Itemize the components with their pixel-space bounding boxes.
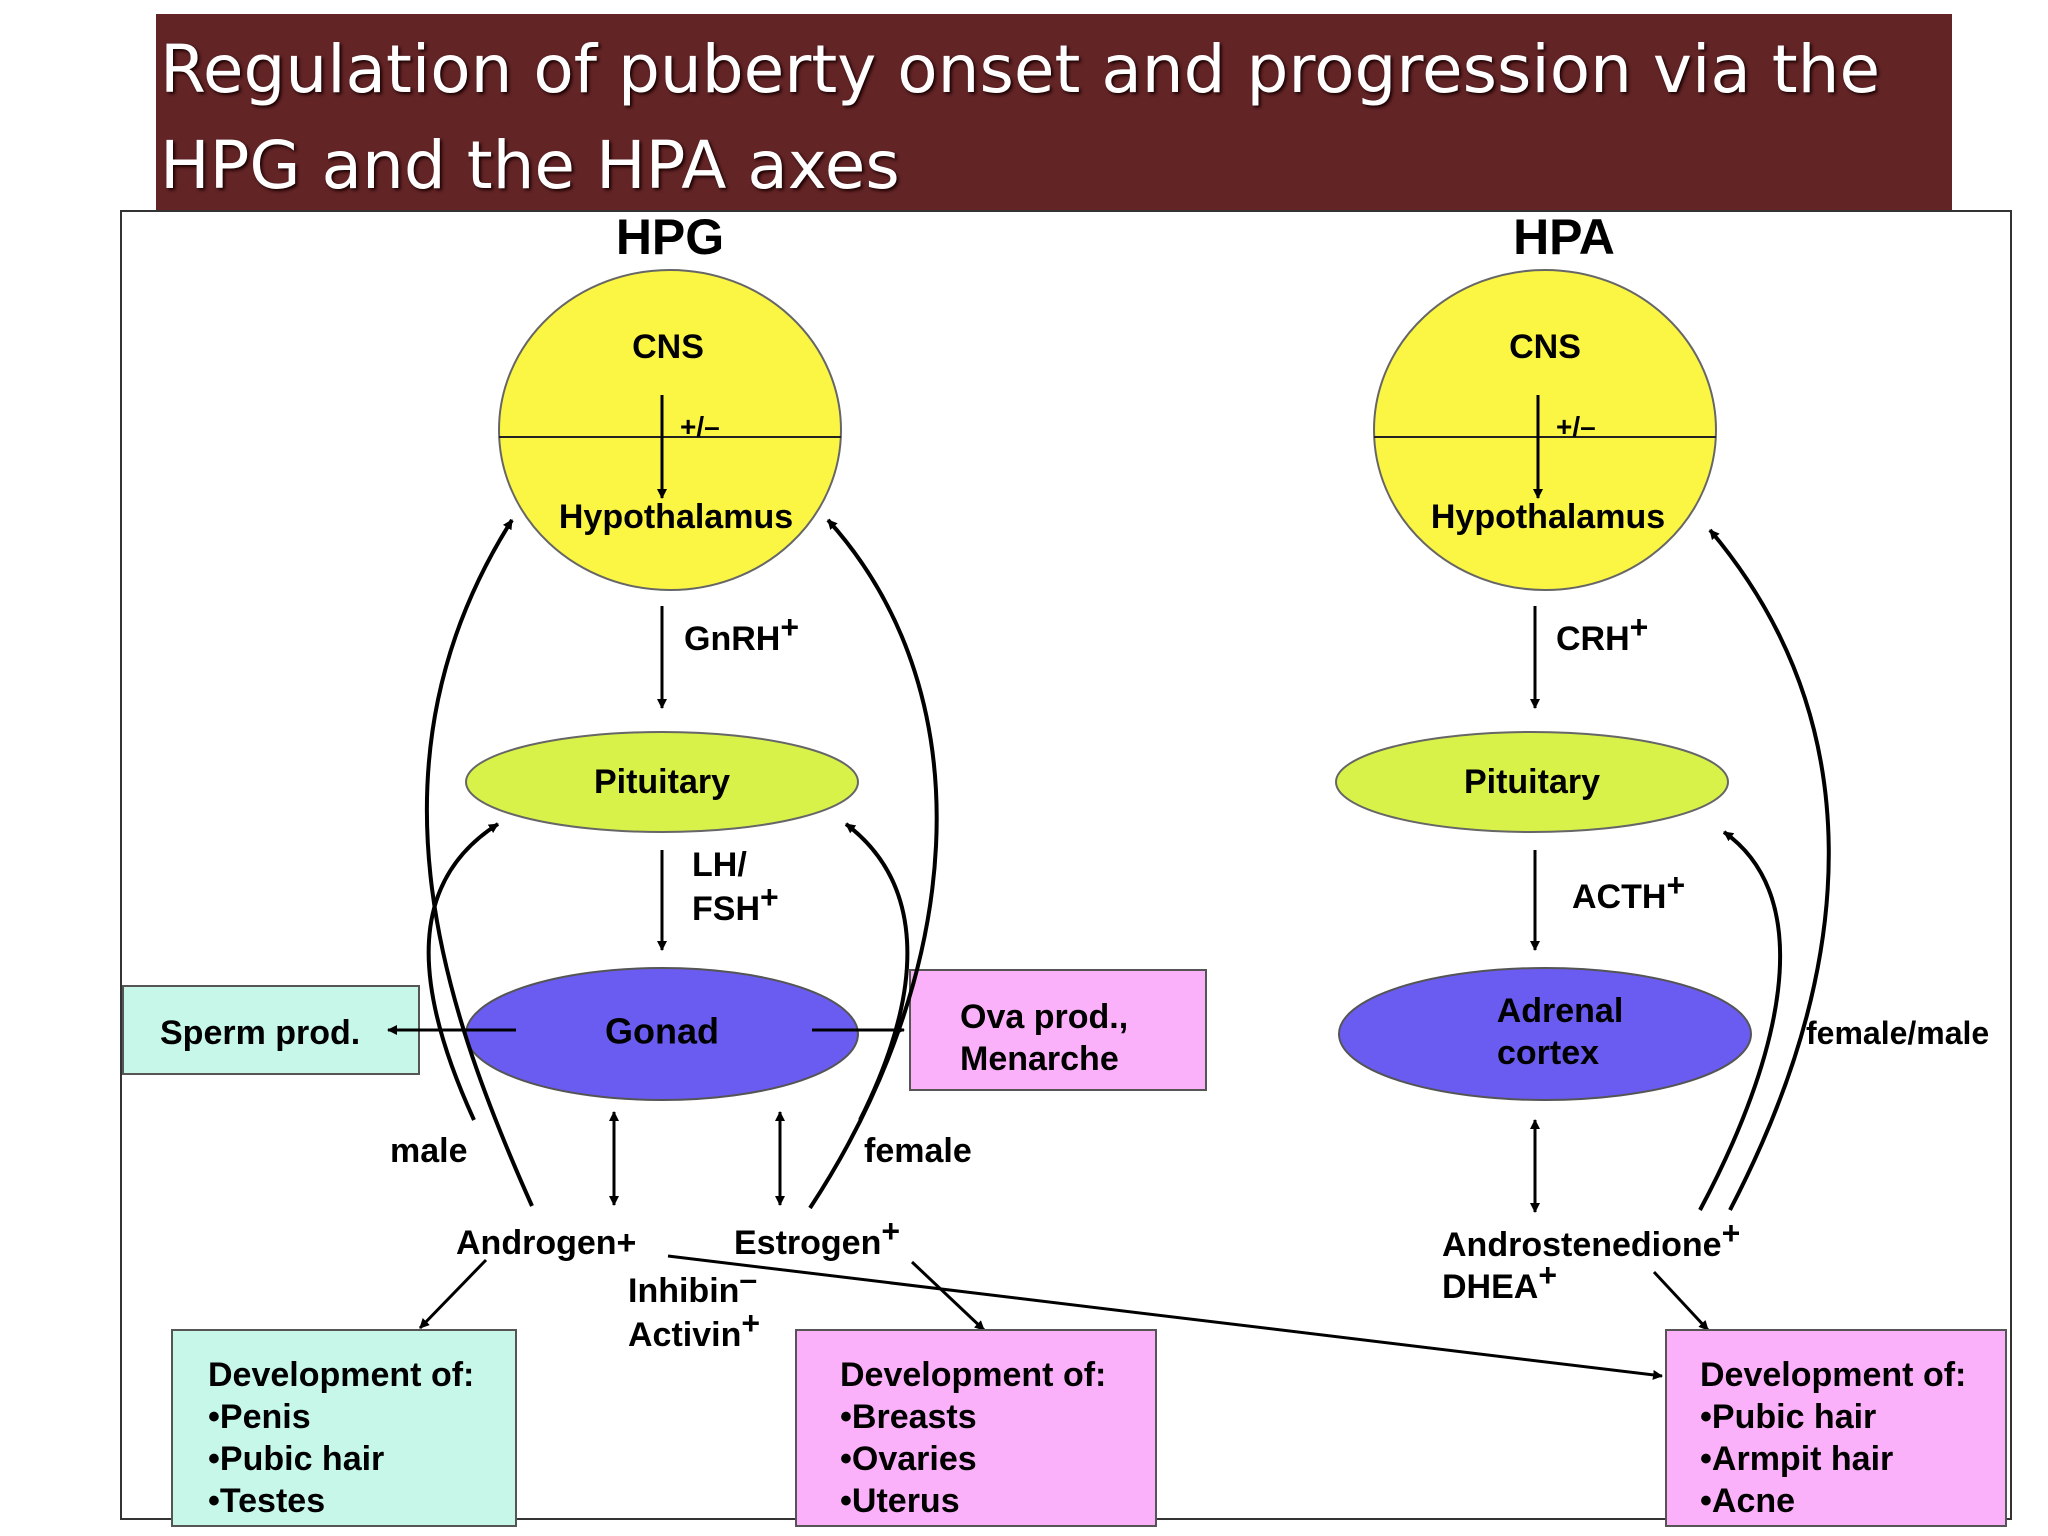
- hpa-dev-box: [1665, 1329, 2007, 1527]
- hpa-plusminus: +/–: [1556, 411, 1596, 442]
- female-label: female: [864, 1132, 972, 1170]
- male-dev-title: Development of:: [208, 1356, 474, 1394]
- male-dev-item-2: •Pubic hair: [208, 1440, 384, 1478]
- ova-label-2: Menarche: [960, 1040, 1119, 1078]
- hpa-adrenal-label-1: Adrenal: [1497, 992, 1624, 1030]
- hpa-to-pituitary-arrow: [1698, 830, 1783, 1211]
- androgen-to-hpa-dev-arrow: [667, 1254, 1663, 1380]
- male-dev-item-1: •Penis: [208, 1398, 311, 1436]
- hpg-pituitary-label: Pituitary: [594, 763, 730, 801]
- hpg-pituitary: [465, 731, 859, 833]
- hpa-pituitary-label: Pituitary: [1464, 763, 1600, 801]
- hpa-dev-item-2: •Armpit hair: [1700, 1440, 1893, 1478]
- activin-label: Activin+: [628, 1305, 760, 1354]
- hpa-to-dev-arrow: [1652, 1270, 1710, 1332]
- hpg-fsh-label: FSH+: [692, 879, 779, 928]
- androgen-to-male-dev-arrow: [418, 1258, 488, 1330]
- female-dev-item-1: •Breasts: [840, 1398, 977, 1436]
- hpg-gnrh-label: GnRH+: [684, 609, 799, 658]
- slide-title: Regulation of puberty onset and progress…: [160, 31, 1881, 204]
- hpg-gonad-label: Gonad: [605, 1011, 719, 1052]
- hpg-cns-hypothalamus: [498, 269, 842, 591]
- hpa-adrenal-cortex: [1338, 967, 1752, 1101]
- androgen-to-hypothalamus-arrow: [424, 518, 534, 1207]
- hpa-crh-label: CRH+: [1556, 609, 1648, 658]
- estrogen-to-female-dev-arrow: [910, 1260, 986, 1332]
- hpg-cns-label: CNS: [632, 328, 704, 366]
- androgen-to-pituitary-arrow: [426, 822, 500, 1121]
- hpg-heading: HPG: [616, 209, 724, 265]
- ova-box: [909, 969, 1207, 1091]
- inhibin-label: Inhibin–: [628, 1261, 757, 1310]
- hpg-lh-label: LH/: [692, 846, 747, 884]
- hpa-heading: HPA: [1513, 209, 1615, 265]
- androstenedione-label: Androstenedione+: [1442, 1215, 1740, 1264]
- hpg-plusminus: +/–: [680, 411, 720, 442]
- male-dev-box: [171, 1329, 517, 1527]
- hpa-dev-title: Development of:: [1700, 1356, 1966, 1394]
- androgen-label: Androgen+: [456, 1224, 636, 1262]
- hpa-cns-label: CNS: [1509, 328, 1581, 366]
- hpa-dev-item-1: •Pubic hair: [1700, 1398, 1876, 1436]
- sperm-label: Sperm prod.: [160, 1014, 360, 1052]
- hpa-pituitary: [1335, 731, 1729, 833]
- hpg-hypothalamus-label: Hypothalamus: [559, 498, 793, 536]
- female-dev-item-3: •Uterus: [840, 1482, 960, 1520]
- estrogen-to-hypothalamus-arrow: [808, 518, 939, 1210]
- female-dev-title: Development of:: [840, 1356, 1106, 1394]
- sperm-box: [122, 985, 420, 1075]
- hpa-adrenal-label-2: cortex: [1497, 1034, 1599, 1072]
- male-dev-item-3: •Testes: [208, 1482, 325, 1520]
- ova-label-1: Ova prod.,: [960, 998, 1128, 1036]
- estrogen-label: Estrogen+: [734, 1213, 900, 1262]
- title-bar: [156, 14, 1952, 210]
- dhea-label: DHEA+: [1442, 1257, 1557, 1306]
- female-dev-box: [795, 1329, 1157, 1527]
- female-dev-item-2: •Ovaries: [840, 1440, 977, 1478]
- hpa-acth-label: ACTH+: [1572, 867, 1685, 916]
- hpa-to-hypothalamus-arrow: [1708, 528, 1831, 1211]
- male-label: male: [390, 1132, 468, 1170]
- hpa-hypothalamus-label: Hypothalamus: [1431, 498, 1665, 536]
- estrogen-to-pituitary-arrow: [844, 822, 910, 1121]
- hpa-dev-item-3: •Acne: [1700, 1482, 1795, 1520]
- hpa-cns-hypothalamus: [1373, 269, 1717, 591]
- female-male-label: female/male: [1806, 1015, 1989, 1051]
